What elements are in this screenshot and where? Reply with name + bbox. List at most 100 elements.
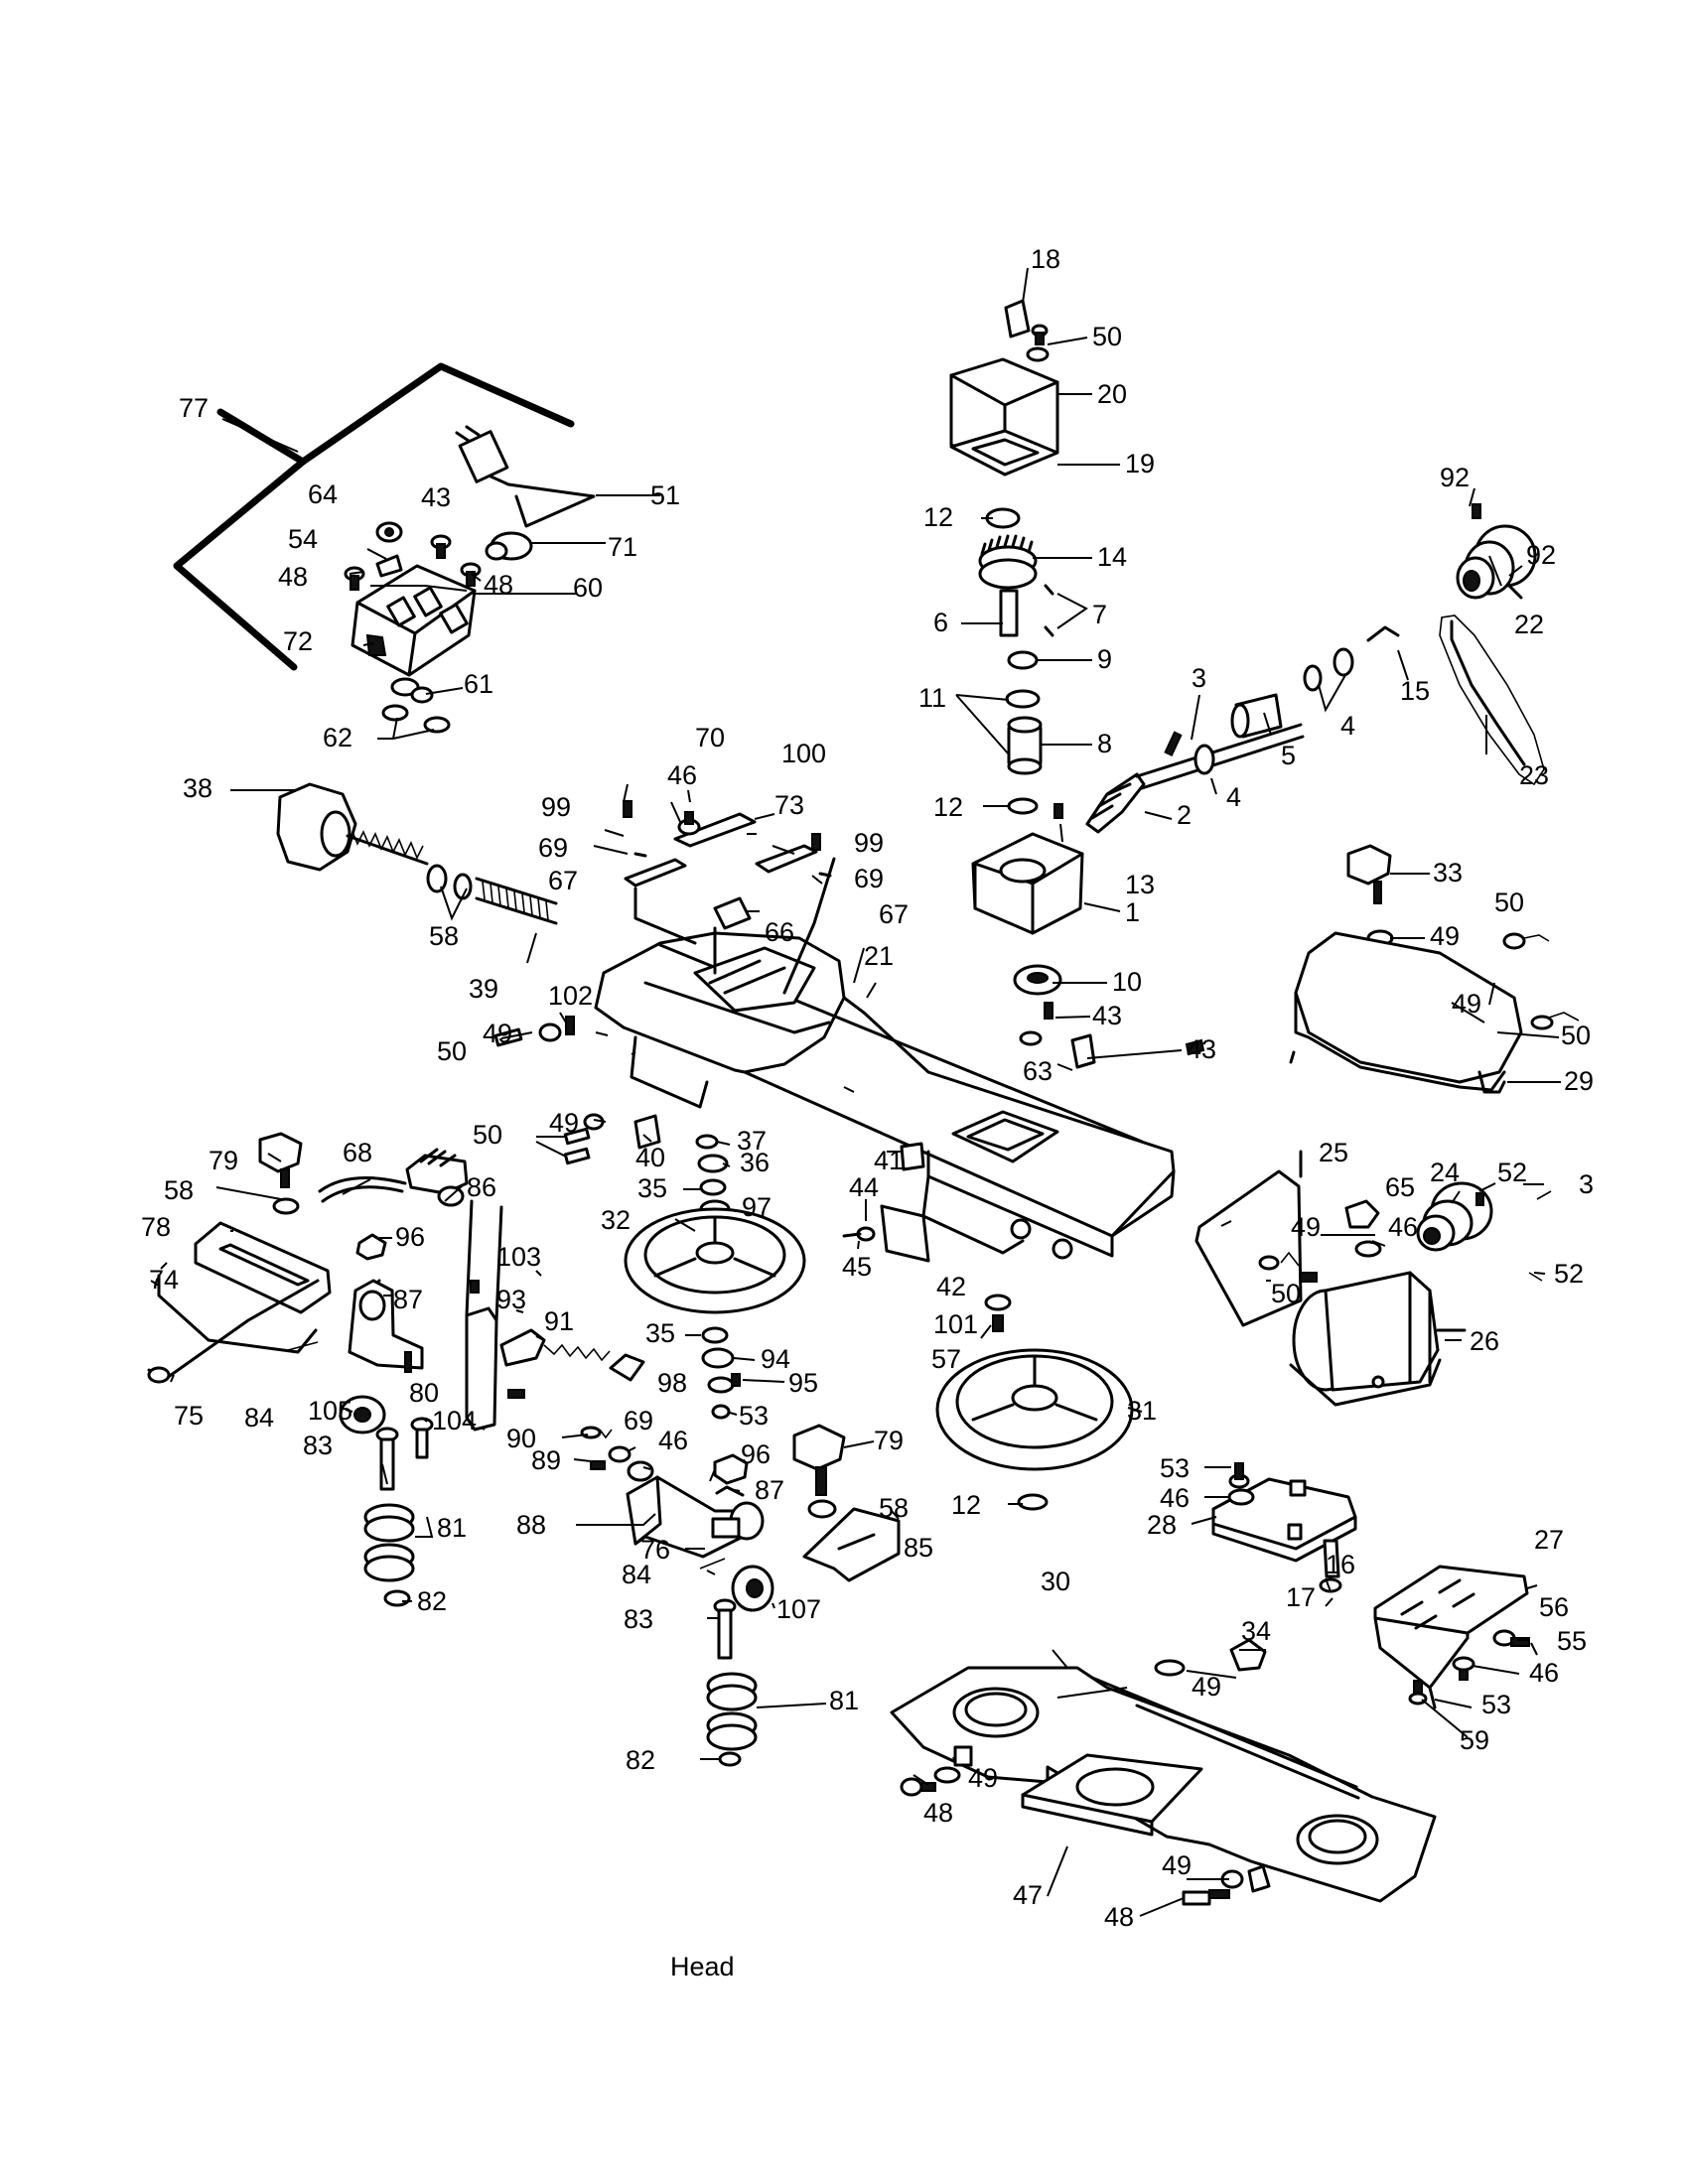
callout-71: 71 (608, 532, 637, 562)
callout-61: 61 (464, 669, 493, 699)
callout-104: 104 (432, 1406, 477, 1435)
callout-63: 63 (1023, 1056, 1052, 1086)
callout-46e: 46 (658, 1426, 688, 1455)
callout-88: 88 (516, 1510, 546, 1540)
callout-81b: 81 (829, 1686, 859, 1715)
leader-lines (150, 267, 1561, 1917)
callout-19: 19 (1125, 449, 1155, 478)
callout-47: 47 (1013, 1880, 1043, 1910)
callout-7: 7 (1092, 600, 1107, 629)
callout-49b: 49 (549, 1108, 579, 1138)
callout-83b: 83 (624, 1604, 653, 1634)
callout-72: 72 (283, 626, 313, 656)
callout-96: 96 (741, 1439, 771, 1469)
callout-46d: 46 (1529, 1658, 1559, 1688)
callout-67b: 67 (879, 899, 909, 929)
gearbox-cover-20 (949, 299, 1059, 477)
callout-86: 86 (467, 1172, 496, 1202)
callout-46: 46 (667, 760, 697, 790)
misc-frame-parts (842, 964, 1205, 1332)
callout-38: 38 (183, 773, 212, 803)
parts-artwork (147, 299, 1580, 1906)
callout-100: 100 (781, 739, 826, 768)
lower-wheel-31 (935, 1348, 1134, 1511)
main-frame-21 (594, 931, 1176, 1260)
callout-27: 27 (1534, 1525, 1564, 1555)
callout-50c: 50 (1092, 322, 1122, 351)
callout-69c: 69 (624, 1406, 653, 1435)
callout-97: 97 (742, 1192, 772, 1222)
callout-49c: 49 (1430, 921, 1460, 951)
callout-48: 48 (278, 562, 308, 592)
callout-69: 69 (538, 833, 568, 863)
callout-30: 30 (1041, 1567, 1070, 1596)
callout-12: 12 (923, 502, 953, 532)
callout-89: 89 (531, 1445, 561, 1475)
power-cord-51 (455, 425, 596, 528)
callout-50f: 50 (1271, 1279, 1301, 1308)
callout-45: 45 (842, 1252, 872, 1282)
callout-50: 50 (437, 1036, 467, 1066)
switch-box-60 (351, 564, 477, 677)
callout-99b: 99 (854, 828, 884, 858)
right-guide-assembly (608, 1424, 901, 1767)
callout-53c: 53 (1481, 1690, 1511, 1719)
callout-102: 102 (548, 981, 593, 1011)
callout-90: 90 (506, 1424, 536, 1453)
callout-labels: 77 51 64 43 71 54 48 48 60 72 61 62 38 5… (141, 244, 1594, 1932)
callout-18: 18 (1031, 244, 1060, 274)
callout-60: 60 (573, 573, 603, 603)
callout-98: 98 (657, 1368, 687, 1398)
callout-52b: 52 (1554, 1259, 1584, 1289)
callout-2: 2 (1177, 800, 1192, 830)
callout-34: 34 (1241, 1616, 1271, 1646)
callout-37: 37 (737, 1126, 767, 1156)
strain-relief-71 (485, 531, 533, 561)
left-guide-assembly (147, 1132, 469, 1607)
callout-51: 51 (650, 480, 680, 510)
callout-35b: 35 (645, 1318, 675, 1348)
callout-8: 8 (1097, 729, 1112, 758)
callout-70: 70 (695, 723, 725, 752)
callout-92: 92 (1440, 463, 1470, 492)
callout-87b: 87 (393, 1285, 423, 1314)
callout-31: 31 (1127, 1396, 1157, 1426)
callout-33: 33 (1433, 858, 1463, 887)
callout-11: 11 (918, 683, 946, 713)
callout-17: 17 (1286, 1582, 1316, 1612)
callout-75: 75 (174, 1401, 204, 1431)
wheel-cover-29 (1294, 844, 1580, 1094)
callout-95: 95 (788, 1368, 818, 1398)
callout-53b: 53 (1160, 1453, 1190, 1483)
tension-handle-38 (276, 782, 558, 925)
callout-69b: 69 (854, 864, 884, 893)
callout-99: 99 (541, 792, 571, 822)
callout-76: 76 (640, 1535, 670, 1565)
callout-3: 3 (1192, 663, 1206, 693)
callout-101: 101 (933, 1309, 978, 1339)
callout-48d: 48 (1104, 1902, 1134, 1932)
callout-21: 21 (864, 941, 894, 971)
callout-41: 41 (874, 1146, 904, 1175)
callout-43: 43 (421, 482, 451, 512)
callout-93: 93 (496, 1285, 526, 1314)
diagram-caption: Head (670, 1952, 735, 1981)
callout-65: 65 (1385, 1172, 1415, 1202)
callout-103: 103 (496, 1242, 541, 1272)
callout-49h: 49 (1162, 1850, 1192, 1880)
callout-62: 62 (323, 723, 352, 752)
callout-79: 79 (209, 1146, 238, 1175)
drive-pulley-22 (1439, 503, 1545, 786)
callout-43c: 43 (1187, 1034, 1216, 1064)
callout-94: 94 (761, 1344, 790, 1374)
guide-arm-93 (465, 1199, 645, 1470)
callout-74: 74 (149, 1265, 179, 1295)
callout-25: 25 (1319, 1138, 1348, 1167)
callout-10: 10 (1112, 967, 1142, 997)
callout-81: 81 (437, 1513, 467, 1543)
callout-82: 82 (417, 1586, 447, 1616)
callout-58b: 58 (164, 1175, 194, 1205)
callout-48b: 48 (484, 570, 513, 600)
callout-1: 1 (1125, 897, 1140, 927)
callout-49: 49 (483, 1019, 512, 1048)
